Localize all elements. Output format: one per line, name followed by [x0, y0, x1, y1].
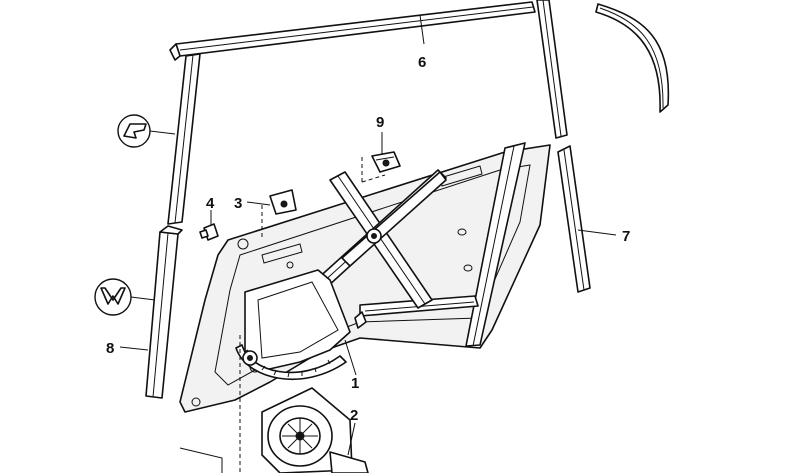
curved-door-seal[interactable] [595, 3, 670, 113]
leader-lines [119, 14, 617, 456]
nut-clip-part-3[interactable] [261, 189, 297, 240]
callout-9: 9 [376, 114, 384, 131]
callout-3: 3 [234, 195, 242, 212]
callout-7: 7 [622, 228, 630, 245]
front-vertical-channel-upper[interactable] [167, 53, 201, 225]
screw-part-4[interactable] [199, 223, 219, 241]
rear-vertical-channel-upper[interactable] [536, 0, 568, 139]
callout-4: 4 [206, 195, 215, 212]
front-channel-badge-icon [117, 114, 151, 148]
lower-front-channel-part-8[interactable] [145, 225, 183, 399]
top-window-channel-part-6[interactable] [169, 1, 536, 61]
window-regulator-assembly-part-1[interactable] [179, 142, 551, 413]
callout-2: 2 [350, 407, 358, 424]
rear-lower-channel-part-7[interactable] [557, 145, 591, 293]
callout-6: 6 [418, 54, 426, 71]
callout-8: 8 [106, 340, 114, 357]
callout-1: 1 [351, 375, 359, 392]
lower-channel-badge-icon [94, 278, 132, 316]
slider-clip-part-9[interactable] [361, 151, 401, 183]
window-motor-part-2[interactable] [179, 335, 369, 473]
